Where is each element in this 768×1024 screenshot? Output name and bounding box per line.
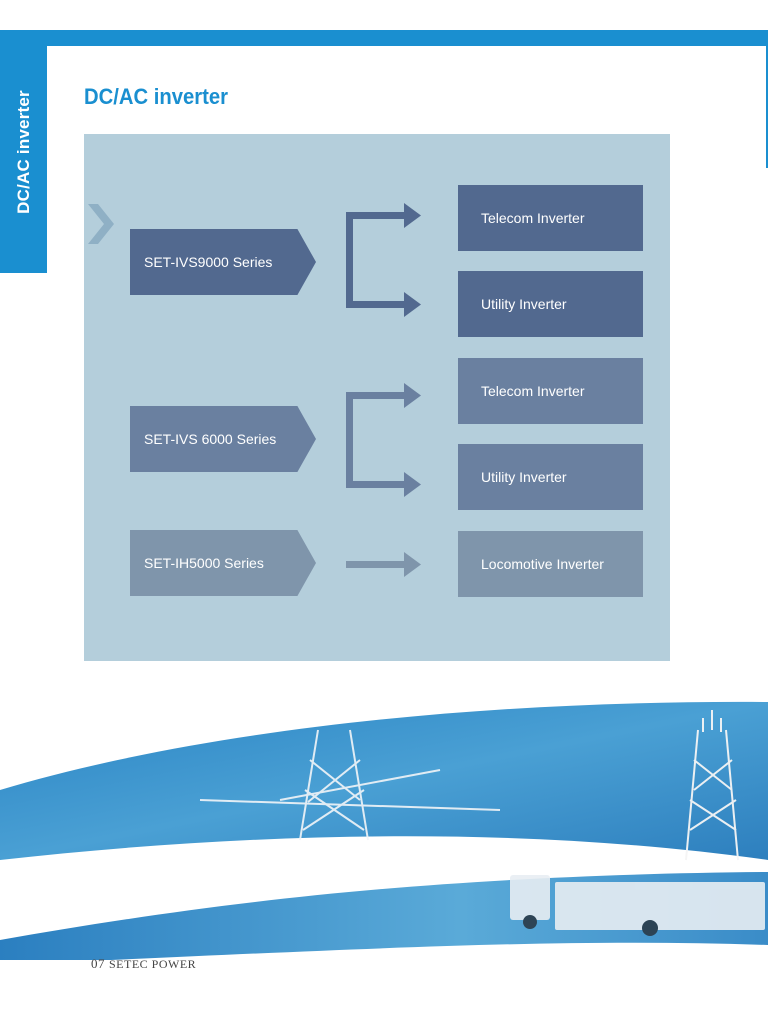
bracket-arrow-group-2: [346, 383, 421, 497]
bracket-arrow-group-1: [346, 203, 421, 317]
straight-arrow: [346, 552, 421, 577]
photo-banner: [0, 690, 768, 960]
page-number: 07: [91, 956, 105, 971]
footer: 07 SETEC POWER: [91, 956, 196, 972]
footer-brand: SETEC POWER: [109, 957, 196, 971]
